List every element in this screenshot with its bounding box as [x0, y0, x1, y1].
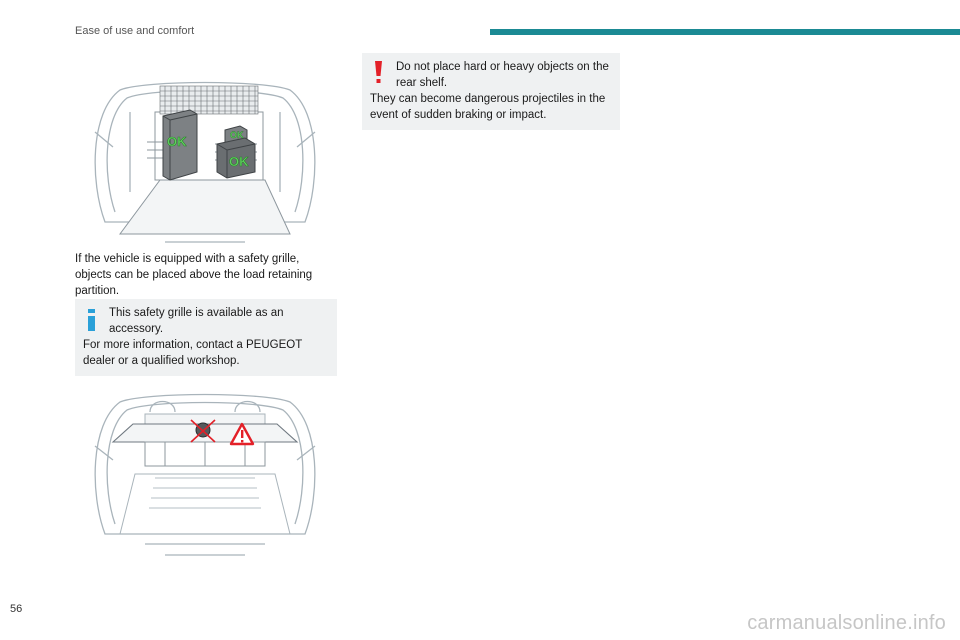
- page-number: 56: [10, 603, 23, 615]
- body-paragraph: If the vehicle is equipped with a safety…: [75, 253, 313, 297]
- watermark-text: carmanualsonline.info: [747, 612, 946, 634]
- warning-note: Do not place hard or heavy objects on th…: [362, 53, 620, 130]
- info-note-first-line: This safety grille is available as an ac…: [109, 307, 284, 335]
- warning-note-first-line: Do not place hard or heavy objects on th…: [396, 61, 609, 89]
- warning-exclamation-icon: [375, 61, 382, 83]
- header-accent-bar: [490, 29, 960, 35]
- ok-label-left-box: OK: [167, 134, 187, 150]
- load-compartment-grille-illustration: OK OK OK: [85, 72, 325, 248]
- section-title: Ease of use and comfort: [75, 25, 195, 37]
- rear-shelf-warning-illustration: [85, 384, 325, 562]
- ok-label-right-box: OK: [229, 154, 249, 170]
- info-icon: [88, 309, 95, 331]
- ok-label-top-box: OK: [230, 130, 244, 140]
- info-note-rest: For more information, contact a PEUGEOT …: [83, 339, 303, 367]
- info-note: This safety grille is available as an ac…: [75, 299, 337, 376]
- warning-note-rest: They can become dangerous projectiles in…: [370, 93, 606, 121]
